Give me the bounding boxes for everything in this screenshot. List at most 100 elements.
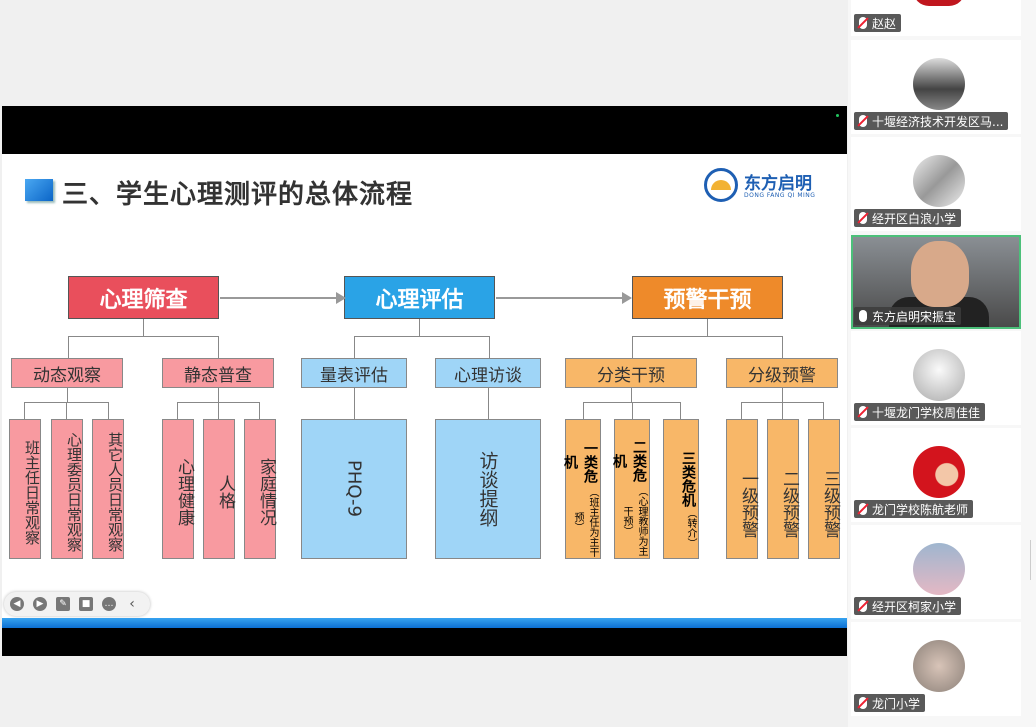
connector <box>218 336 219 358</box>
avatar <box>913 155 965 207</box>
video-letterbox-top <box>2 106 847 154</box>
avatar <box>913 640 965 692</box>
connector <box>218 388 219 402</box>
slide-title: 三、学生心理测评的总体流程 <box>62 174 413 211</box>
participant-tile-active[interactable]: 东方启明宋振宝 <box>851 235 1021 329</box>
mic-muted-icon <box>859 600 867 612</box>
mic-muted-icon <box>859 503 867 515</box>
leaf-warning-1: 一级预警 <box>726 419 758 559</box>
logo-name: 东方启明 <box>744 169 812 194</box>
leaf-mental-health: 心理健康 <box>162 419 194 559</box>
mic-on-icon <box>859 310 867 322</box>
participant-tile[interactable]: 龙门小学 <box>851 622 1021 716</box>
prev-icon[interactable]: ◀ <box>10 597 24 611</box>
connector <box>354 388 355 419</box>
connector <box>67 388 68 402</box>
connector <box>24 402 25 419</box>
crisis-3-note: （转介） <box>683 508 698 548</box>
avatar <box>913 543 965 595</box>
connector <box>741 402 742 419</box>
status-dot <box>836 114 839 117</box>
leaf-crisis-2: 二类危机 （心理教师为主干预） <box>614 419 650 559</box>
sub-dynamic-observation: 动态观察 <box>11 358 123 388</box>
mic-muted-icon <box>859 406 867 418</box>
logo-subtitle: DONG FANG QI MING <box>744 192 815 199</box>
participant-tile[interactable]: 十堰经济技术开发区马... <box>851 40 1021 134</box>
collapse-icon[interactable]: ‹ <box>125 597 139 611</box>
participant-name: 龙门小学 <box>872 695 920 712</box>
leaf-crisis-1: 一类危机 （班主任为主干预） <box>565 419 601 559</box>
connector <box>632 336 633 358</box>
scrollbar[interactable] <box>1030 540 1036 580</box>
leaf-teacher-observation: 班主任日常观察 <box>9 419 41 559</box>
leaf-crisis-3: 三类危机 （转介） <box>663 419 699 559</box>
participant-name: 龙门学校陈航老师 <box>872 501 968 518</box>
leaf-others-observation: 其它人员日常观察 <box>92 419 124 559</box>
connector <box>419 319 420 336</box>
sub-classified-intervention: 分类干预 <box>565 358 697 388</box>
participant-tile[interactable]: 经开区白浪小学 <box>851 137 1021 231</box>
flow-arrow <box>496 297 624 299</box>
connector <box>680 402 681 419</box>
leaf-committee-observation: 心理委员日常观察 <box>51 419 83 559</box>
connector <box>218 402 219 419</box>
sub-scale-assessment: 量表评估 <box>301 358 407 388</box>
participant-tile[interactable]: 十堰龙门学校周佳佳 <box>851 331 1021 425</box>
connector <box>259 402 260 419</box>
slide-footer-stripe <box>2 618 847 628</box>
more-icon[interactable]: … <box>102 597 116 611</box>
connector <box>583 402 584 419</box>
participant-tile[interactable]: 龙门学校陈航老师 <box>851 428 1021 522</box>
leaf-family: 家庭情况 <box>244 419 276 559</box>
slide-toolbar: ◀ ▶ ✎ ■ … ‹ <box>4 592 150 616</box>
speaker-face <box>911 241 969 307</box>
crisis-2-label: 二类危机 <box>609 440 649 482</box>
sub-graded-warning: 分级预警 <box>726 358 838 388</box>
crisis-2-note: （心理教师为主干预） <box>619 483 649 558</box>
connector <box>707 319 708 336</box>
participant-name: 赵赵 <box>872 15 896 32</box>
slide: 三、学生心理测评的总体流程 东方启明 DONG FANG QI MING 心理筛… <box>2 154 847 622</box>
avatar <box>913 349 965 401</box>
participant-label: 东方启明宋振宝 <box>854 307 961 325</box>
participant-tile[interactable]: 赵赵 <box>851 0 1021 36</box>
connector <box>354 336 355 358</box>
connector <box>632 402 633 419</box>
participant-label: 龙门小学 <box>854 694 925 712</box>
participant-tile[interactable]: 经开区柯家小学 <box>851 525 1021 619</box>
connector <box>489 336 490 358</box>
leaf-personality: 人格 <box>203 419 235 559</box>
presentation-area: 三、学生心理测评的总体流程 东方启明 DONG FANG QI MING 心理筛… <box>0 0 848 727</box>
connector <box>631 388 632 402</box>
stage-intervention: 预警干预 <box>632 276 783 319</box>
participant-label: 十堰龙门学校周佳佳 <box>854 403 985 421</box>
participant-list: 赵赵 十堰经济技术开发区马... 经开区白浪小学 东方启明宋振宝 十堰龙门学校周… <box>848 0 1036 727</box>
avatar <box>913 0 965 6</box>
participant-label: 赵赵 <box>854 14 901 32</box>
pen-icon[interactable]: ✎ <box>56 597 70 611</box>
participant-name: 东方启明宋振宝 <box>872 308 956 325</box>
next-icon[interactable]: ▶ <box>33 597 47 611</box>
participant-name: 经开区柯家小学 <box>872 598 956 615</box>
connector <box>632 336 782 337</box>
participant-label: 经开区白浪小学 <box>854 209 961 227</box>
connector <box>68 336 69 358</box>
connector <box>143 319 144 336</box>
participant-name: 经开区白浪小学 <box>872 210 956 227</box>
stage-screening: 心理筛查 <box>68 276 219 319</box>
flow-arrow <box>220 297 338 299</box>
video-letterbox-bottom <box>2 628 847 656</box>
connector <box>782 388 783 402</box>
leaf-interview-outline: 访谈提纲 <box>435 419 541 559</box>
connector <box>782 402 783 419</box>
mic-muted-icon <box>859 115 867 127</box>
camera-icon[interactable]: ■ <box>79 597 93 611</box>
stage-assessment: 心理评估 <box>344 276 495 319</box>
sub-static-survey: 静态普查 <box>162 358 274 388</box>
participant-label: 龙门学校陈航老师 <box>854 500 973 518</box>
logo-emblem-icon <box>704 168 738 202</box>
mic-muted-icon <box>859 212 867 224</box>
avatar <box>913 58 965 110</box>
participant-label: 十堰经济技术开发区马... <box>854 112 1008 130</box>
mic-muted-icon <box>859 697 867 709</box>
